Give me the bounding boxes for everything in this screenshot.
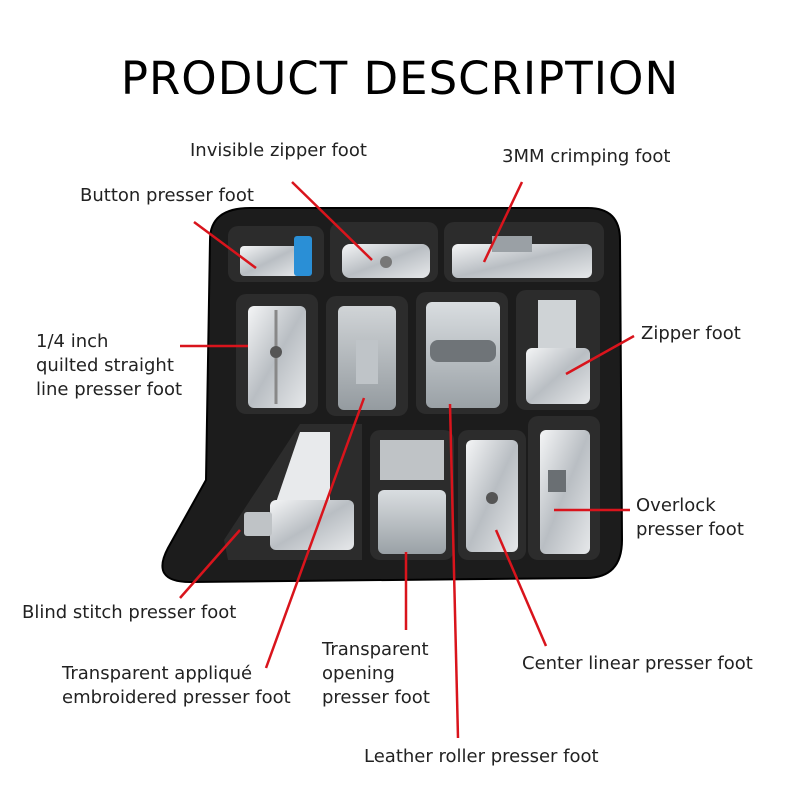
crimping-foot-image	[452, 236, 592, 278]
leather-roller-foot-image	[426, 302, 500, 408]
label-leather-roller-presser-foot: Leather roller presser foot	[364, 746, 599, 767]
pointer-blind-stitch	[179, 529, 241, 599]
quilted-foot-image	[248, 306, 306, 408]
label-blind-stitch-presser-foot: Blind stitch presser foot	[22, 602, 237, 623]
pointer-invisible-zipper	[291, 181, 373, 261]
label-transparent-opening-presser-foot: Transparent opening presser foot	[322, 639, 430, 708]
pointer-button	[193, 220, 257, 270]
overlock-foot-image	[540, 430, 590, 554]
zipper-foot-image	[526, 300, 590, 404]
page-title: PRODUCT DESCRIPTION	[120, 52, 680, 105]
applique-foot-image	[338, 306, 396, 410]
label-overlock-presser-foot: Overlock presser foot	[636, 495, 744, 540]
pointer-applique	[264, 397, 366, 669]
label-quilted-presser-foot: 1/4 inch quilted straight line presser f…	[36, 331, 183, 400]
blind-stitch-foot-image	[244, 432, 354, 550]
pointer-zipper	[565, 334, 635, 376]
pointer-leather-roller	[448, 403, 460, 739]
label-zipper-foot: Zipper foot	[641, 323, 741, 344]
pointer-crimping	[482, 181, 524, 263]
transparent-opening-foot-image	[378, 440, 446, 554]
label-applique-presser-foot: Transparent appliqué embroidered presser…	[62, 663, 291, 708]
invisible-zipper-foot-image	[342, 244, 430, 278]
pointer-lines	[179, 181, 635, 739]
label-3mm-crimping-foot: 3MM crimping foot	[502, 146, 671, 167]
label-button-presser-foot: Button presser foot	[80, 185, 254, 206]
label-invisible-zipper-foot: Invisible zipper foot	[190, 140, 367, 161]
label-center-linear-presser-foot: Center linear presser foot	[522, 653, 753, 674]
pointer-center-linear	[494, 529, 548, 647]
center-linear-foot-image	[466, 440, 518, 552]
